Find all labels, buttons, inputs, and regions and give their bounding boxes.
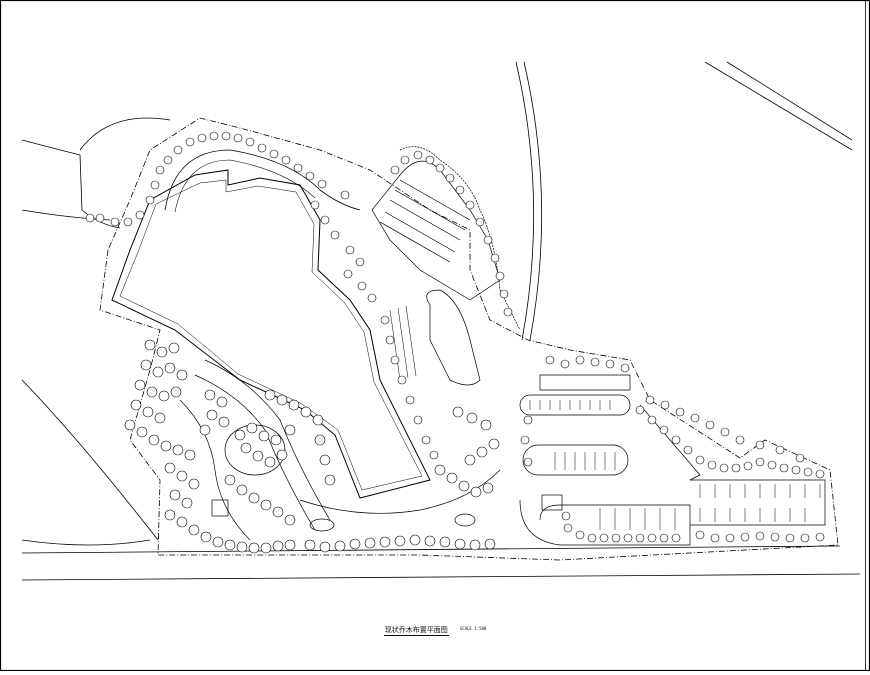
- tree-canopy-east: [520, 355, 825, 543]
- tree-canopy-southwest: [124, 339, 336, 554]
- road-lines: [21, 61, 861, 581]
- parking-north: [371, 146, 521, 331]
- site-boundary: [99, 117, 839, 561]
- drawing-caption: 现状乔木布置平面图 SCALE 1:500: [0, 617, 870, 636]
- tree-canopy-south: [304, 406, 500, 553]
- tree-canopy-central: [310, 190, 439, 460]
- building-footprint: [111, 169, 431, 499]
- drawing-scale: SCALE 1:500: [459, 626, 487, 631]
- building-inner: [119, 179, 423, 491]
- tree-canopy-north: [85, 131, 327, 227]
- tree-canopy-parking-north: [390, 150, 513, 317]
- parking-east: [426, 289, 826, 546]
- parking-stalls: [389, 305, 821, 530]
- drawing-title: 现状乔木布置平面图: [383, 626, 449, 636]
- walkway-north: [164, 149, 361, 211]
